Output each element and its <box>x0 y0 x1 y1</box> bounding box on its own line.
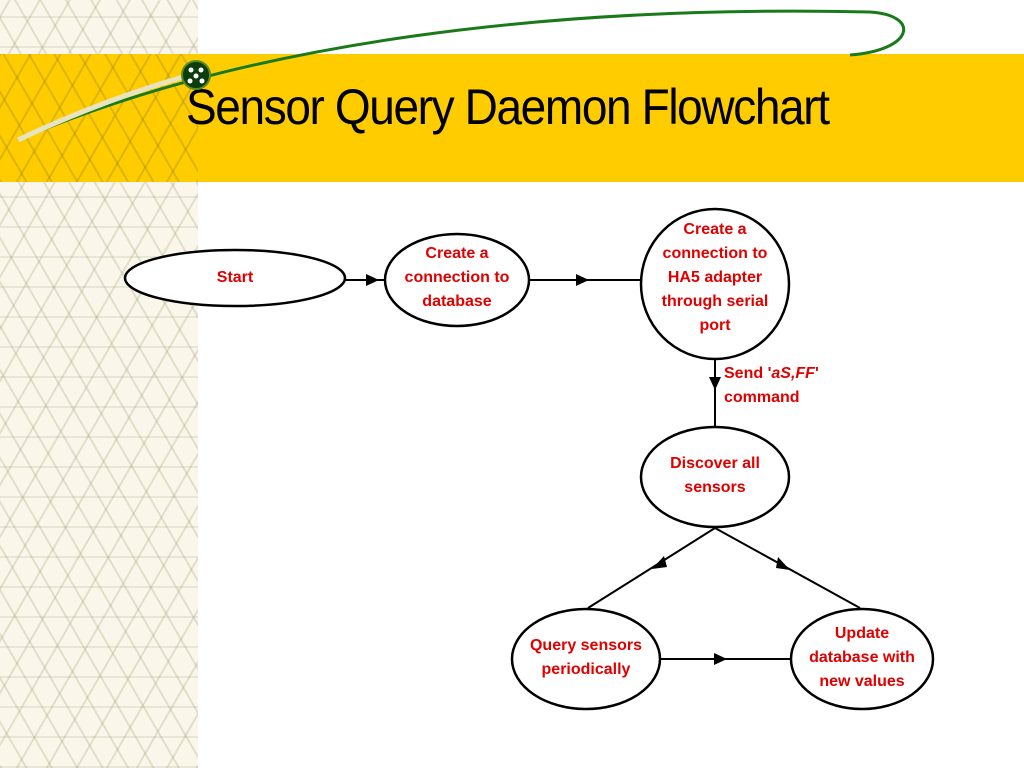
update-label: Update database with new values <box>809 625 915 690</box>
edge-discover-to-query <box>587 527 716 609</box>
node-start <box>123 248 347 308</box>
swoosh-orb-icon <box>181 60 211 90</box>
db-connection-label: Create a connection to database <box>404 245 510 310</box>
node-ha5-connection <box>639 207 791 361</box>
swoosh-curve <box>17 9 906 142</box>
arrowhead-discover-update <box>776 557 790 570</box>
node-discover <box>639 425 791 529</box>
arrowhead-discover-query <box>652 556 667 569</box>
node-db-connection <box>383 232 531 328</box>
page-title: Sensor Query Daemon Flowchart <box>186 79 830 135</box>
band-pattern <box>0 54 198 182</box>
node-query <box>510 607 662 711</box>
title-band <box>0 54 1024 182</box>
node-update <box>789 607 935 711</box>
ha5-connection-label: Create a connection to HA5 adapter throu… <box>661 221 769 334</box>
query-label: Query sensors periodically <box>529 637 643 678</box>
start-label: Start <box>216 269 254 286</box>
arrowhead-query-update <box>714 653 727 665</box>
arrowhead-start-db <box>366 274 379 286</box>
arrowhead-ha5-discover <box>709 377 721 390</box>
swoosh-tail <box>16 72 191 143</box>
arrowhead-db-ha5 <box>576 274 589 286</box>
discover-label: Discover all sensors <box>670 455 760 496</box>
send-command-label: Send 'aS,FF' command <box>724 365 819 406</box>
